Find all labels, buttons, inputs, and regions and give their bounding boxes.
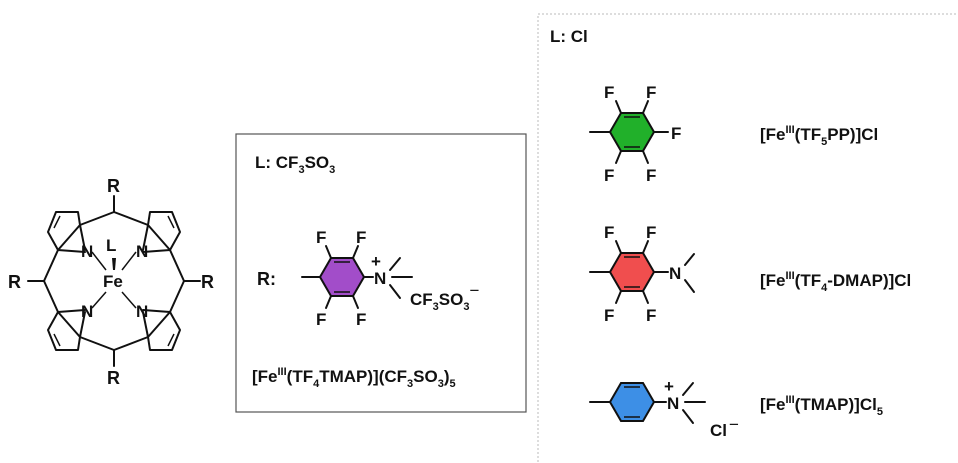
tf4dmap-f-1: F — [604, 223, 614, 242]
tf4tmap-f-3: F — [316, 310, 326, 329]
tf4tmap-n-plus: + — [371, 252, 381, 271]
tmap-substituent: N + Cl− [FeIII(TMAP)]Cl5 — [589, 377, 883, 440]
porphyrin-n-top-right: N — [136, 242, 148, 261]
tf5pp-f-3: F — [604, 166, 614, 185]
tf4tmap-compound-name: [FeIII(TF4TMAP)](CF3SO3)5 — [252, 366, 456, 390]
tf4tmap-f-2: F — [356, 228, 366, 247]
tf5pp-compound-name: [FeIII(TF5PP)]Cl — [760, 124, 878, 148]
tf5pp-f-1: F — [604, 83, 614, 102]
tf4tmap-ligand-label: L: CF3SO3 — [255, 153, 335, 176]
meso-r-left: R — [8, 272, 21, 292]
tmap-compound-name: [FeIII(TMAP)]Cl5 — [760, 394, 883, 418]
tf5pp-substituent: F F F F F [FeIII(TF5PP)]Cl — [589, 83, 878, 185]
meso-r-top: R — [107, 176, 120, 196]
tf4tmap-r-label: R: — [257, 269, 276, 289]
axial-ligand-label: L — [106, 236, 116, 255]
tf4dmap-compound-name: [FeIII(TF4-DMAP)]Cl — [760, 270, 911, 294]
tf4dmap-f-2: F — [646, 223, 656, 242]
tf5pp-f-4: F — [646, 166, 656, 185]
tmap-phenyl-ring — [608, 382, 656, 422]
tf4tmap-panel: L: CF3SO3 R: F F F F N + CF3SO3− [FeIII(… — [235, 133, 527, 413]
tf4dmap-n-label: N — [669, 264, 681, 283]
tf4dmap-phenyl-ring — [608, 252, 656, 292]
chloride-panel-border — [537, 13, 958, 463]
tmap-n-plus: + — [664, 377, 674, 396]
meso-r-bottom: R — [107, 368, 120, 388]
tf4tmap-f-1: F — [316, 228, 326, 247]
porphyrin-n-bottom-left: N — [81, 302, 93, 321]
tf4tmap-panel-border — [235, 133, 527, 413]
tf5pp-f-2: F — [646, 83, 656, 102]
tf4dmap-substituent: F F F F N [FeIII(TF4-DMAP)]Cl — [589, 223, 911, 325]
tf4tmap-n-label: N — [374, 269, 386, 288]
tmap-n-label: N — [667, 394, 679, 413]
porphyrin-n-top-left: N — [81, 242, 93, 261]
chloride-ligand-label: L: Cl — [550, 27, 588, 46]
porphyrin-n-bottom-right: N — [136, 302, 148, 321]
tf5pp-phenyl-ring — [608, 112, 656, 152]
meso-r-right: R — [201, 272, 214, 292]
porphyrin-core: N N N N L Fe R R R R — [8, 176, 214, 388]
tf4tmap-phenyl-ring — [318, 257, 366, 297]
tmap-chloride-counterion: Cl− — [710, 415, 739, 440]
iron-center-label: Fe — [103, 272, 123, 291]
tf4dmap-f-4: F — [646, 306, 656, 325]
tf4tmap-f-4: F — [356, 310, 366, 329]
tf4tmap-counterion: CF3SO3− — [410, 281, 479, 313]
tf4dmap-f-3: F — [604, 306, 614, 325]
tf5pp-f-5: F — [671, 124, 681, 143]
chloride-panel: L: Cl F F F F F [FeIII(TF5PP)]Cl — [537, 13, 958, 463]
